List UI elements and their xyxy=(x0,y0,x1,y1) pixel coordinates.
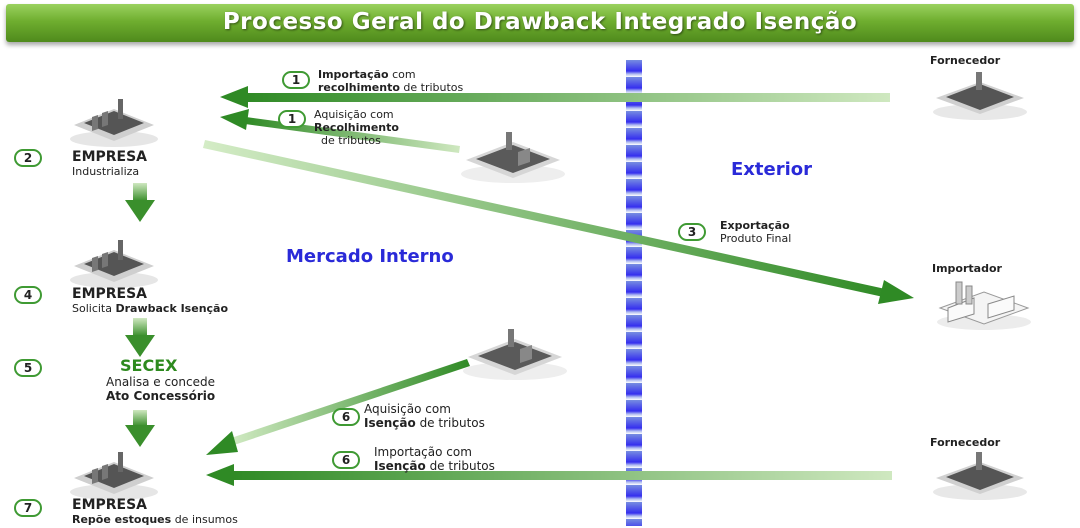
step-desc: Produto Final xyxy=(720,232,792,245)
arrow-down-2 xyxy=(125,318,155,357)
step-title: EMPRESA xyxy=(72,497,148,513)
step-title: EMPRESA xyxy=(72,149,148,165)
arrow-import-with-taxes xyxy=(220,86,890,108)
step-number-badge: 6 xyxy=(332,408,360,426)
step-title: EMPRESA xyxy=(72,286,148,302)
secex-title: SECEX xyxy=(120,356,178,375)
company-factory-icon xyxy=(70,240,158,288)
step-number-badge: 6 xyxy=(332,451,360,469)
step-6-acquisition: 6 Aquisição com Isenção de tributos xyxy=(332,402,485,430)
arrow-down-3 xyxy=(125,410,155,447)
step-6-import: 6 Importação com Isenção de tributos xyxy=(332,445,495,473)
region-domestic: Mercado Interno xyxy=(286,246,454,267)
arrow-acquisition-with-exemption xyxy=(206,359,470,455)
step-3-export: 3 Exportação Produto Final xyxy=(678,219,791,245)
title-banner: Processo Geral do Drawback Integrado Ise… xyxy=(6,4,1074,42)
step-1-import: 1 Importação com recolhimento de tributo… xyxy=(282,68,463,94)
step-desc: Industrializa xyxy=(72,165,140,178)
step-5-secex: 5 SECEX Analisa e concede Ato Concessóri… xyxy=(14,356,216,403)
step-number-badge: 3 xyxy=(678,223,706,241)
step-desc: Repõe estoques de insumos xyxy=(72,513,238,526)
step-1-acquisition: 1 Aquisição com Recolhimento de tributos xyxy=(278,108,399,147)
supplier-label: Fornecedor xyxy=(930,436,1001,449)
step-number-badge: 2 xyxy=(14,149,42,167)
supplier-factory-icon xyxy=(933,72,1027,120)
importer-label: Importador xyxy=(932,262,1002,275)
step-desc: Analisa e concede xyxy=(106,375,215,389)
arrow-export xyxy=(203,140,914,304)
step-1-acquisition-text: Aquisição com Recolhimento de tributos xyxy=(314,108,399,147)
company-factory-icon xyxy=(70,452,158,500)
step-4-company: 4 EMPRESA Solicita Drawback Isenção xyxy=(14,286,228,315)
step-number-badge: 4 xyxy=(14,286,42,304)
step-number-badge: 1 xyxy=(282,71,310,89)
step-2-company: 2 EMPRESA Industrializa xyxy=(14,149,147,178)
region-abroad: Exterior xyxy=(731,159,813,180)
step-desc: Solicita Drawback Isenção xyxy=(72,302,229,315)
local-supplier-factory-icon xyxy=(463,329,567,380)
company-factory-icon xyxy=(70,99,158,147)
arrow-import-with-exemption xyxy=(206,464,892,486)
step-title: Exportação xyxy=(720,219,790,232)
step-number-badge: 5 xyxy=(14,359,42,377)
page-title: Processo Geral do Drawback Integrado Ise… xyxy=(222,9,858,35)
domestic-abroad-divider xyxy=(626,60,642,526)
local-supplier-factory-icon xyxy=(461,132,565,183)
step-desc-bold: Ato Concessório xyxy=(106,389,216,403)
step-number-badge: 1 xyxy=(278,110,306,128)
step-7-company: 7 EMPRESA Repõe estoques de insumos xyxy=(14,497,238,526)
step-number-badge: 7 xyxy=(14,499,42,517)
importer-factory-icon xyxy=(937,281,1031,330)
supplier-factory-icon xyxy=(933,452,1027,500)
step-1-import-text: Importação com recolhimento de tributos xyxy=(318,68,464,94)
supplier-label: Fornecedor xyxy=(930,54,1001,67)
arrow-down-1 xyxy=(125,183,155,222)
